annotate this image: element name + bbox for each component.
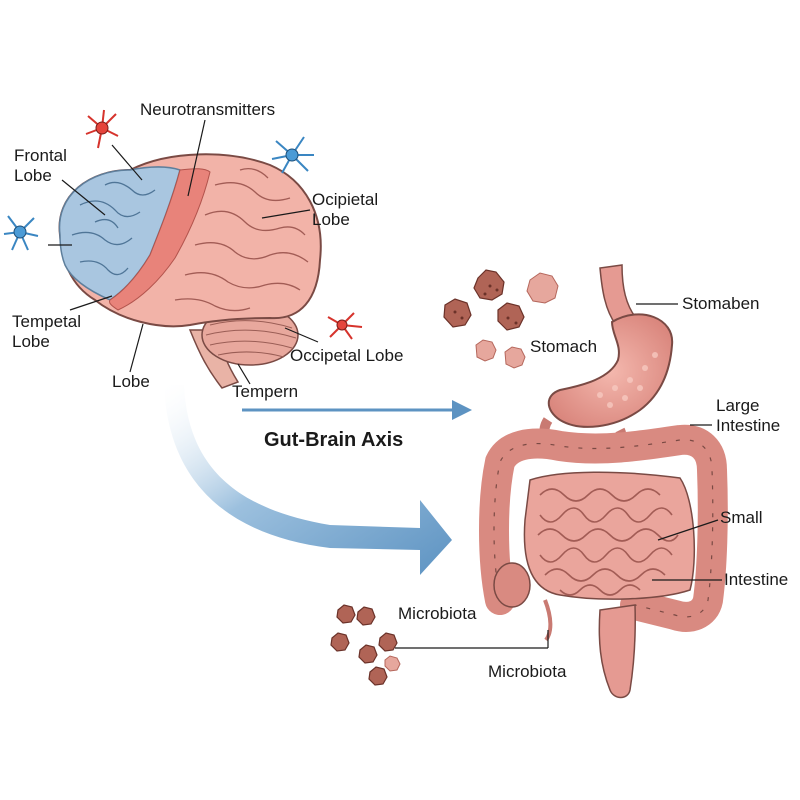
neuron-icon-red [327,312,363,340]
label-small: Small [720,508,763,527]
label-large-intestine: Large Intestine [716,396,780,436]
brain-leader-lines [48,119,319,385]
digestive-system-illustration [479,264,728,699]
neuron-icon-red [85,109,119,149]
label-frontal-lobe-line2: Lobe [14,166,52,185]
label-occipetal-lobe: Occipetal Lobe [290,346,404,365]
label-occipital-lobe: Ocipietal Lobe [312,190,378,230]
label-frontal-lobe-line1: Frontal [14,146,67,165]
small-intestine [523,471,696,600]
label-tempetal-lobe-line1: Tempetal [12,312,81,331]
label-lobe: Lobe [112,372,150,391]
neurotransmitter-highlight [109,168,211,311]
label-large-intestine-line2: Intestine [716,416,781,435]
label-stomach: Stomach [530,337,598,356]
rectum [598,604,636,699]
microbe-cluster-icon [330,269,559,686]
gut-brain-arrow-straight [242,400,472,420]
label-microbiota-left: Microbiota [398,604,477,623]
neuron-icon-blue [3,215,39,251]
stomach-organ [547,313,674,428]
gut-leader-lines [395,303,722,649]
gut-brain-arrow-curved [164,385,452,575]
brain-illustration [58,153,322,389]
neuron-icon-blue [271,136,314,174]
label-tempetal-lobe: Tempetal Lobe [12,312,81,352]
label-tempern: Tempern [232,382,299,401]
label-intestine: Intestine [724,570,789,589]
label-frontal-lobe: Frontal Lobe [14,146,67,186]
label-stomaben: Stomaben [682,294,760,313]
diagram-title: Gut-Brain Axis [264,429,404,451]
label-tempetal-lobe-line2: Lobe [12,332,50,351]
label-occipital-lobe-line1: Ocipietal [312,190,379,209]
label-neurotransmitters: Neurotransmitters [140,100,276,119]
label-large-intestine-line1: Large [716,396,760,415]
label-microbiota-bottom: Microbiota [488,662,567,681]
label-occipital-lobe-line2: Lobe [312,210,350,229]
